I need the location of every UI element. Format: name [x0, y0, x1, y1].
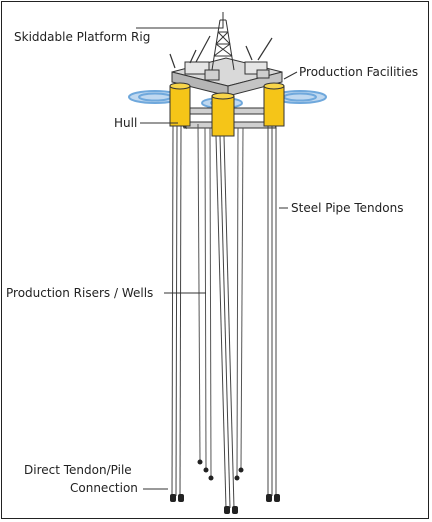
hull-columns: [169, 82, 285, 137]
production-risers: [197, 123, 244, 477]
label-production-facilities: Production Facilities: [299, 65, 419, 79]
label-connection: Connection: [70, 481, 138, 495]
tendon-pile-connections: [170, 459, 280, 514]
skiddable-rig-derrick: [211, 12, 235, 71]
label-production-risers-wells: Production Risers / Wells: [6, 286, 154, 300]
deck-cranes: [169, 35, 273, 69]
label-skiddable-platform-rig: Skiddable Platform Rig: [14, 30, 151, 44]
label-steel-pipe-tendons: Steel Pipe Tendons: [291, 201, 404, 215]
leader-lines: [136, 18, 298, 490]
steel-pipe-tendons: [171, 125, 277, 509]
label-direct-tendon-pile: Direct Tendon/Pile: [24, 463, 132, 477]
label-hull: Hull: [114, 116, 138, 130]
platform-deck: [171, 57, 283, 97]
